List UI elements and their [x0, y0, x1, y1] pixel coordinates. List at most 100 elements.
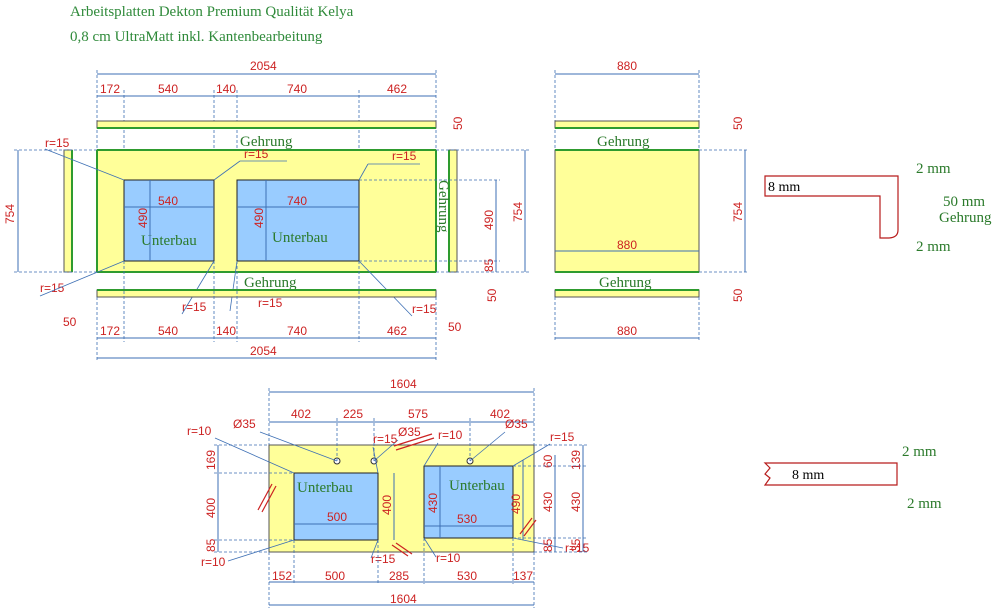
top-left-plate: 2054 172 540 140 740 462 50 Gehrung 754 … — [3, 59, 529, 362]
dim-seg-3-top: 140 — [216, 82, 236, 96]
dim-bs2-h-out: 490 — [509, 494, 523, 514]
r10-label-4: r=10 — [436, 551, 461, 565]
dim-b-total-top: 1604 — [390, 377, 417, 391]
dim-seg-1-bottom: 172 — [100, 324, 120, 338]
dim-bfr-1: 139 — [569, 450, 583, 470]
r15-leader-1 — [372, 446, 379, 474]
dim-br-3: 85 — [541, 538, 555, 552]
dim-tr-mid: 880 — [617, 238, 637, 252]
dim-bs2-h: 430 — [426, 493, 440, 513]
dim-right-h2: 85 — [482, 258, 496, 272]
dim-b-top-2: 225 — [343, 407, 363, 421]
dim-bb-1: 152 — [272, 569, 292, 583]
gehrung-label-bottom: Gehrung — [244, 275, 297, 291]
radius-leader-7 — [358, 260, 413, 317]
r10-label-1: r=10 — [187, 424, 212, 438]
dim-seg-5-bottom: 462 — [387, 324, 407, 338]
dim-left-height: 754 — [3, 204, 17, 224]
radius-leader-1 — [44, 148, 125, 181]
profile-1-shape — [764, 175, 899, 239]
profile-1-middle-label: Gehrung — [939, 210, 992, 226]
cut-mark-bottom-2 — [395, 542, 413, 555]
dim-bs2-w: 530 — [457, 512, 477, 526]
strip-dim-top: 50 — [451, 116, 465, 130]
profile-2-shape — [763, 462, 898, 486]
profile-2-thickness: 8 mm — [792, 468, 824, 483]
edge-profile-2: 8 mm 2 mm 2 mm — [763, 444, 942, 512]
cut-mark-top-2 — [395, 437, 435, 451]
dim-seg-2-top: 540 — [158, 82, 178, 96]
gehrung-label-right: Gehrung — [435, 180, 451, 233]
dim-bb-3: 285 — [389, 569, 409, 583]
title-line-2: 0,8 cm UltraMatt inkl. Kantenbearbeitung — [70, 29, 323, 45]
sink-1-label: Unterbau — [141, 233, 197, 249]
gehrung-label-top: Gehrung — [240, 134, 293, 150]
d35-label-2: Ø35 — [398, 425, 421, 439]
r10-leader-2 — [423, 442, 439, 467]
dim-bb-2: 500 — [325, 569, 345, 583]
dim-right-height: 754 — [511, 202, 525, 222]
radius-label-5: r=15 — [182, 300, 207, 314]
dim-tr-top: 880 — [617, 59, 637, 73]
cut-mark-left-2 — [261, 485, 277, 513]
profile-2-bottom: 2 mm — [907, 496, 942, 512]
dim-b-top-1: 402 — [291, 407, 311, 421]
dim-total-top: 2054 — [250, 59, 277, 73]
profile-1-thickness: 8 mm — [768, 180, 800, 195]
dim-br-1: 60 — [541, 454, 555, 468]
sink-2 — [236, 179, 360, 262]
dim-br-2: 430 — [541, 492, 555, 512]
bottom-plate: 1604 402 225 575 402 Ø35 Ø35 Ø35 Unterba… — [187, 377, 590, 608]
tr-gehrung-bottom: Gehrung — [599, 275, 652, 291]
dim-seg-4-bottom: 740 — [287, 324, 307, 338]
tr-top-strip — [554, 120, 700, 129]
tr-main — [554, 149, 700, 273]
cut-mark-bottom-1 — [391, 544, 409, 557]
d35-label-3: Ø35 — [505, 417, 528, 431]
d35-label-1: Ø35 — [233, 417, 256, 431]
radius-label-6: r=15 — [258, 296, 283, 310]
dim-bb-total: 1604 — [390, 592, 417, 606]
cut-mark-left-1 — [257, 483, 273, 511]
dim-bfr-2: 430 — [569, 492, 583, 512]
tr-gehrung-top: Gehrung — [597, 134, 650, 150]
tr-strip-dim-top: 50 — [731, 116, 745, 130]
dim-bs1-h: 400 — [380, 495, 394, 515]
radius-leader-6 — [229, 260, 238, 312]
r15-label-1: r=15 — [373, 432, 398, 446]
d35-leader-1 — [259, 431, 338, 462]
radius-label-2: r=15 — [244, 147, 269, 161]
r10-leader-3 — [227, 539, 295, 562]
profile-1-bottom: 2 mm — [916, 239, 951, 255]
dim-seg-3-bottom: 140 — [216, 324, 236, 338]
dim-bfr-3: 35 — [569, 538, 583, 552]
radius-leader-2 — [213, 160, 241, 181]
edge-profile-1: 8 mm 2 mm 50 mm Gehrung 2 mm — [764, 161, 992, 255]
radius-leader-5 — [181, 260, 215, 315]
dim-bl-2: 400 — [204, 498, 218, 518]
bottom-strip — [96, 289, 437, 298]
cut-mark-right-2 — [523, 519, 537, 537]
radius-label-4: r=15 — [40, 281, 65, 295]
dim-sink-2-h: 490 — [252, 208, 266, 228]
dim-seg-1-top: 172 — [100, 82, 120, 96]
dim-bl-3: 85 — [204, 538, 218, 552]
strip-dim-bottom: 50 — [485, 288, 499, 302]
r10-leader-4 — [423, 537, 437, 558]
profile-2-top: 2 mm — [902, 444, 937, 460]
top-strip — [96, 120, 437, 129]
dim-b-top-3: 575 — [408, 407, 428, 421]
cut-mark-top-1 — [393, 433, 433, 447]
sink-1 — [123, 179, 215, 262]
dim-tr-bottom: 880 — [617, 324, 637, 338]
r15-label-3: r=15 — [371, 552, 396, 566]
r15-label-2: r=15 — [550, 430, 575, 444]
dim-seg-5-top: 462 — [387, 82, 407, 96]
radius-label-3: r=15 — [392, 149, 417, 163]
r15-leader-2 — [512, 443, 551, 467]
title-line-1: Arbeitsplatten Dekton Premium Qualität K… — [70, 4, 354, 20]
dim-bb-4: 530 — [457, 569, 477, 583]
dim-bl-1: 169 — [204, 450, 218, 470]
sink-2-label: Unterbau — [272, 230, 328, 246]
